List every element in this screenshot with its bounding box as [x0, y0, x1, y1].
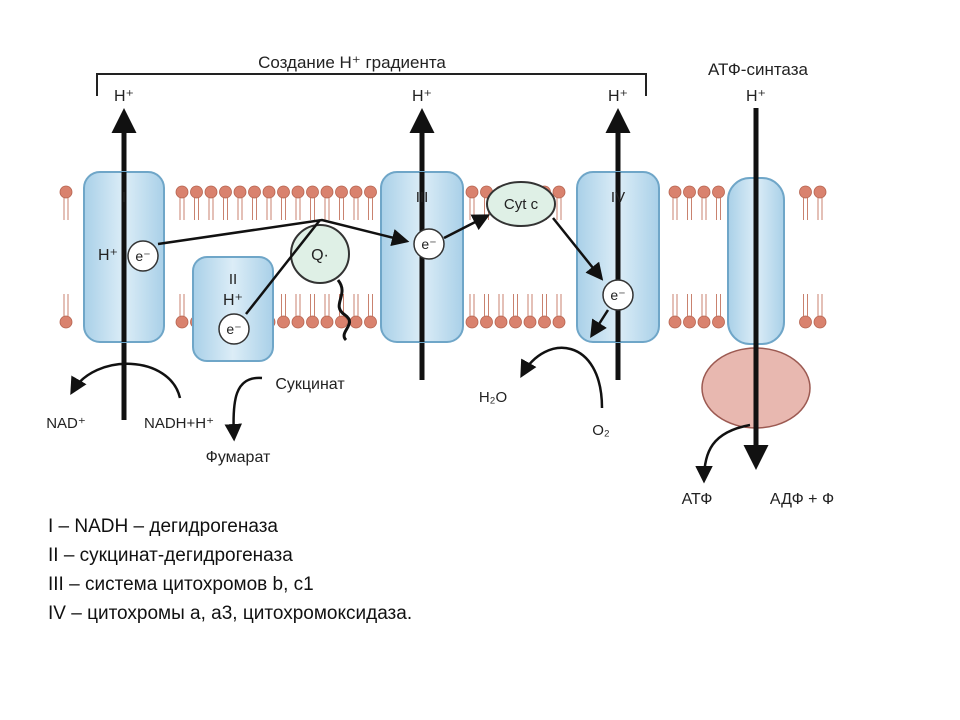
proton-label-4: H⁺ — [608, 88, 628, 105]
proton-label-1: H⁺ — [114, 88, 134, 105]
legend-item-ii: II – сукцинат-дегидрогеназа — [48, 545, 293, 566]
nadh-label: NADH+H⁺ — [144, 415, 214, 432]
atp-label: АТФ — [682, 491, 713, 508]
complex-ii: II H⁺ e⁻ — [192, 256, 274, 362]
oxygen-label: O₂ — [592, 422, 610, 439]
complex-iii: III e⁻ — [380, 171, 464, 343]
complex-i-proton: H⁺ — [98, 247, 118, 264]
complex-i-electron: e⁻ — [135, 248, 150, 264]
complex-iv-electron: e⁻ — [610, 287, 625, 303]
proton-label-3: H⁺ — [412, 88, 432, 105]
complex-iii-label: III — [416, 189, 429, 206]
cytochrome-c: Cyt c — [486, 181, 556, 227]
legend-item-i: I – NADH – дегидрогеназа — [48, 516, 278, 537]
gradient-title: Создание H⁺ градиента — [258, 53, 446, 72]
legend-item-iv: IV – цитохромы a, a3, цитохромоксидаза. — [48, 603, 413, 624]
substrate-arrows — [70, 346, 604, 442]
lipid-bilayer — [59, 185, 827, 329]
complex-legend: I – NADH – дегидрогеназа II – сукцинат-д… — [48, 512, 412, 628]
gradient-bracket — [96, 73, 647, 96]
complex-i: I H⁺ e⁻ — [83, 171, 165, 343]
complex-iv-label: IV — [611, 189, 625, 206]
complex-ii-electron: e⁻ — [226, 321, 241, 337]
water-label: H₂O — [479, 389, 507, 406]
complex-ii-label: II — [229, 271, 237, 288]
legend-item-iii: III – система цитохромов b, c1 — [48, 574, 314, 595]
succinate-label: Сукцинат — [275, 376, 345, 393]
nad-label: NAD⁺ — [46, 415, 86, 432]
ubiquinone-label: Q· — [311, 247, 329, 264]
complex-iii-electron: e⁻ — [421, 236, 436, 252]
cytochrome-c-label: Cyt c — [504, 196, 539, 213]
fumarate-label: Фумарат — [206, 449, 271, 466]
complex-i-label: I — [122, 189, 126, 206]
complex-iv: IV e⁻ — [576, 171, 660, 343]
atp-synthase-title: АТФ-синтаза — [708, 60, 808, 79]
electron-flow-arrows — [157, 214, 610, 338]
complex-ii-proton: H⁺ — [223, 292, 243, 309]
proton-label-synthase: H⁺ — [746, 88, 766, 105]
adp-label: АДФ + Ф — [770, 491, 834, 508]
atp-synthase — [695, 108, 811, 484]
